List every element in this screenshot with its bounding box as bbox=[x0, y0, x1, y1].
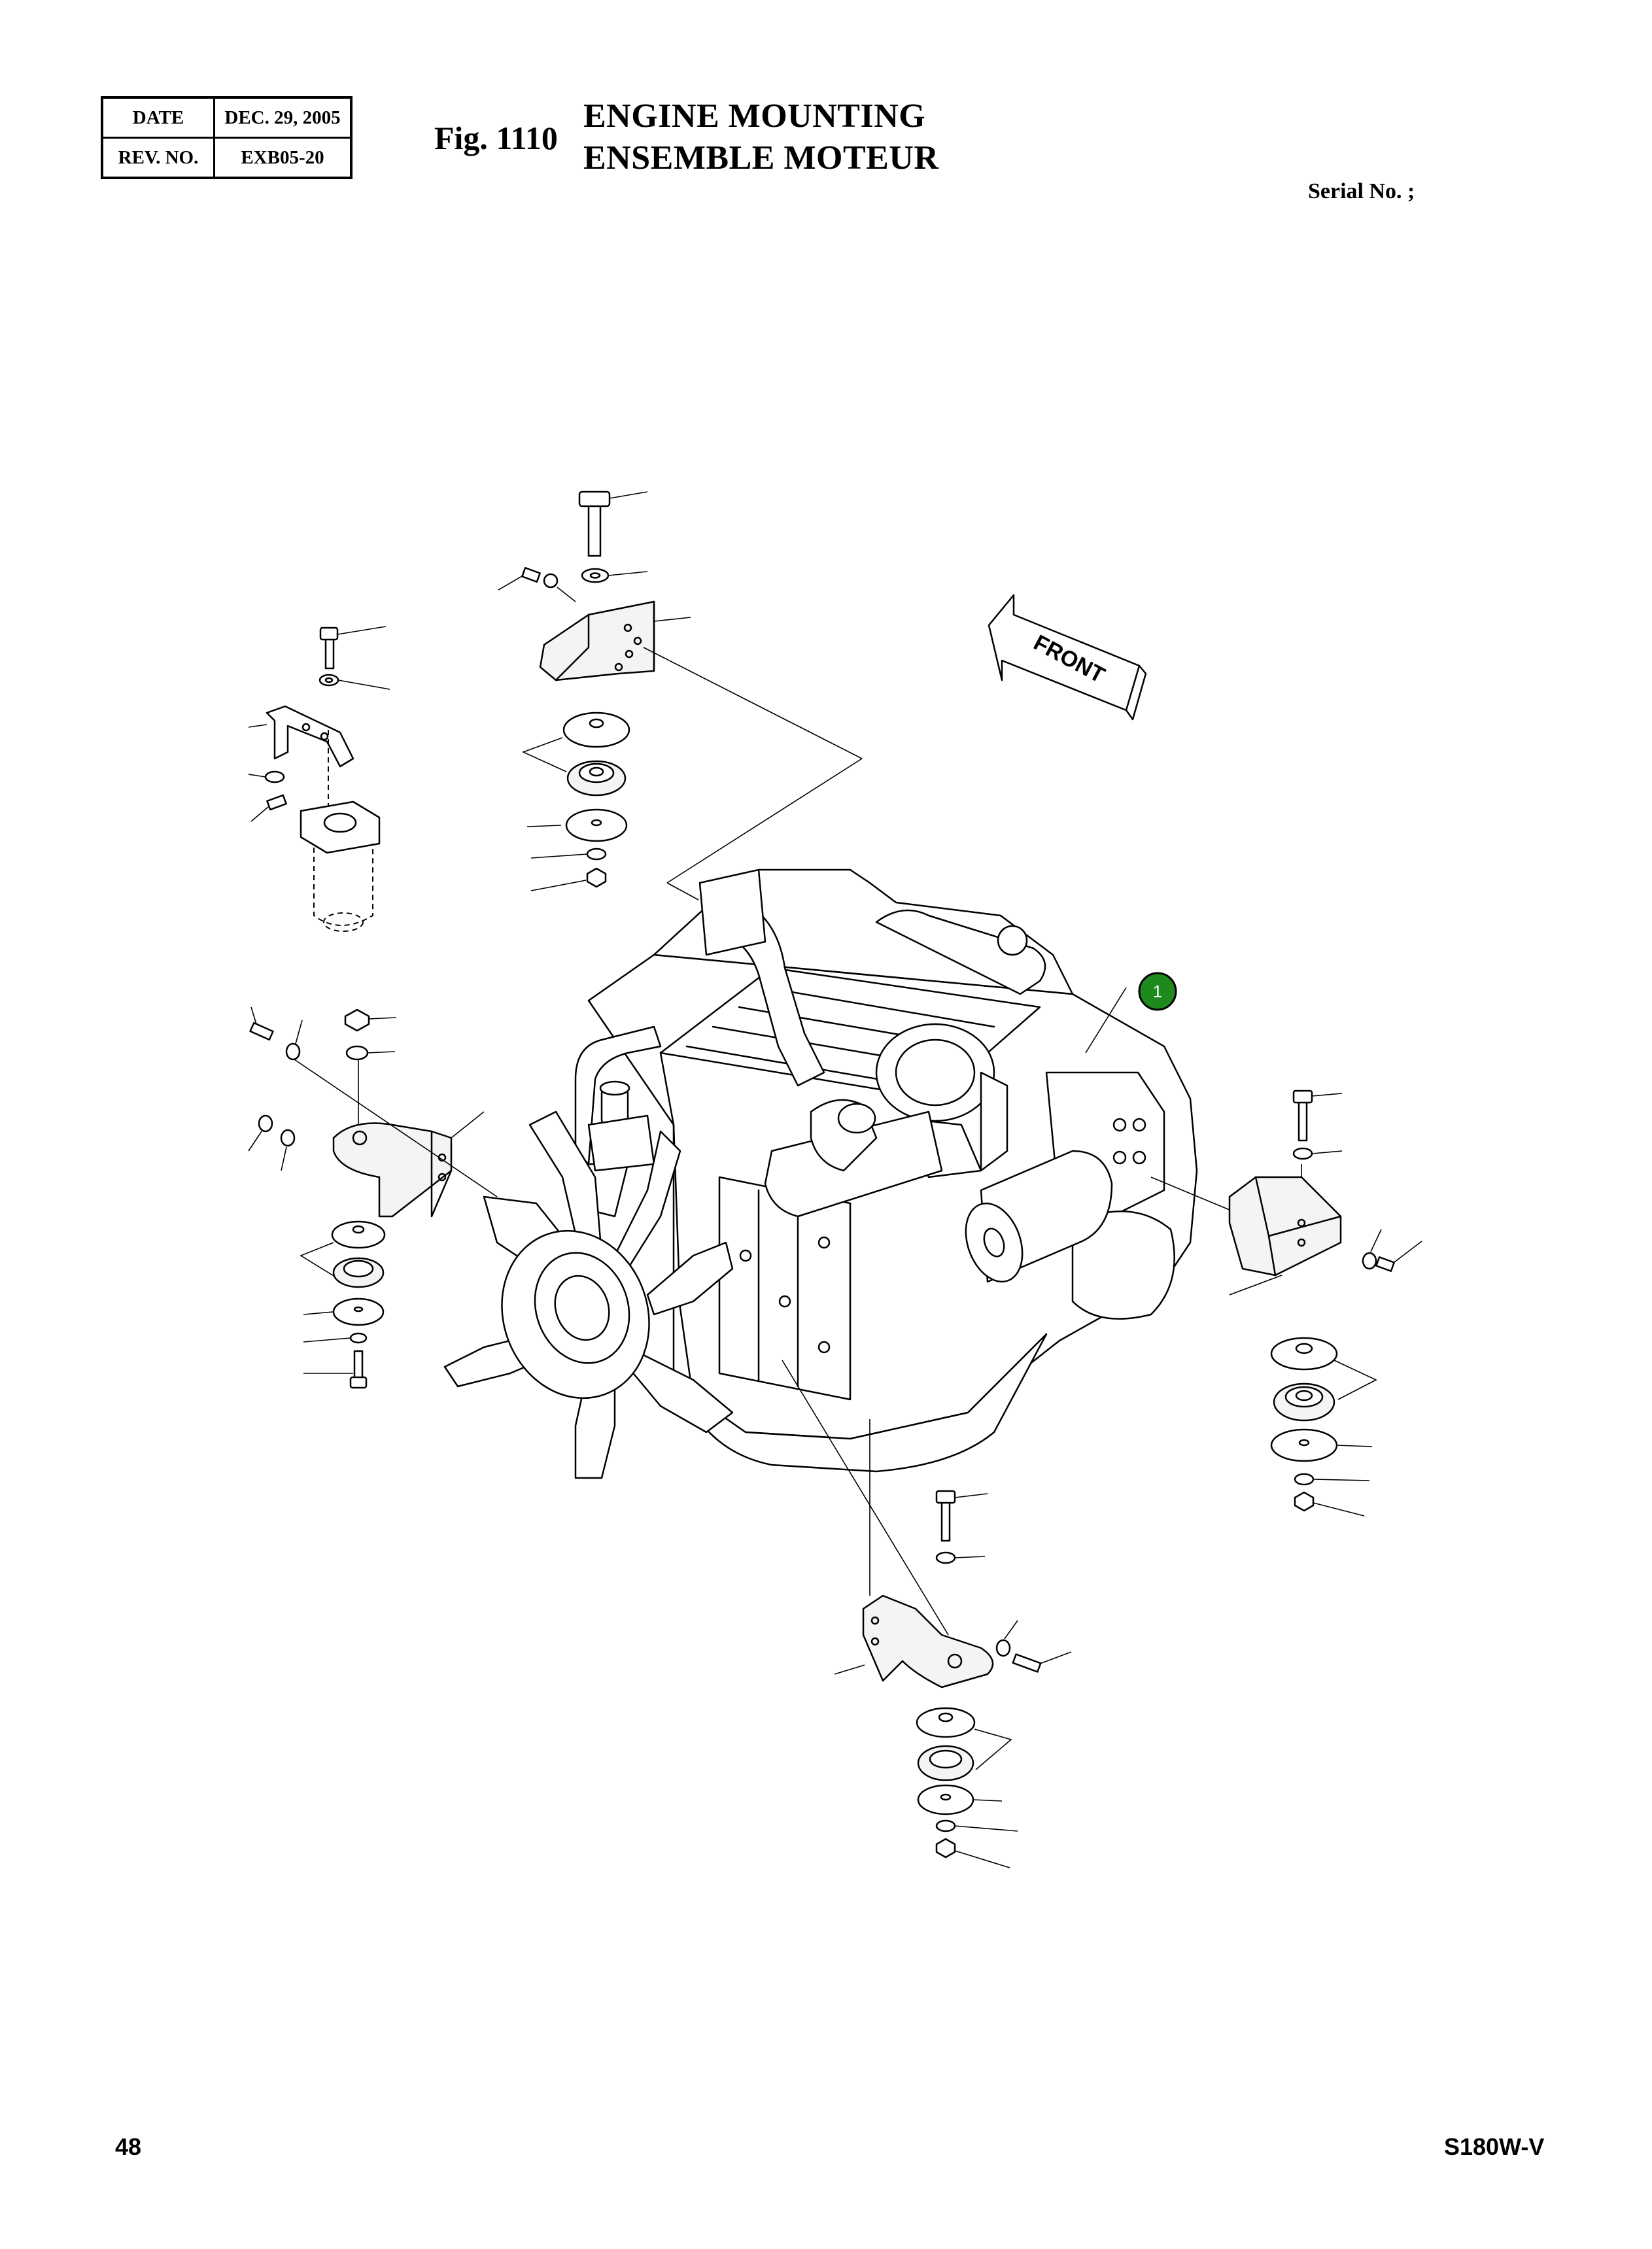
filter-bracket-assembly bbox=[248, 626, 390, 932]
bottom-mount-assembly bbox=[782, 1360, 1072, 1868]
title-english: ENGINE MOUNTING bbox=[583, 97, 926, 135]
date-value: DEC. 29, 2005 bbox=[213, 96, 353, 139]
model-number: S180W-V bbox=[1444, 2133, 1545, 2160]
date-label: DATE bbox=[101, 96, 215, 139]
engine bbox=[443, 868, 1198, 1479]
revision-label: REV. NO. bbox=[101, 137, 215, 179]
right-mount-assembly bbox=[1150, 1090, 1422, 1517]
revision-table: DATE DEC. 29, 2005 REV. NO. EXB05-20 bbox=[101, 96, 353, 179]
figure-number: Fig. 1110 bbox=[434, 120, 558, 156]
title-french: ENSEMBLE MOTEUR bbox=[583, 139, 939, 177]
front-left-mount-assembly bbox=[248, 1006, 498, 1389]
revision-value: EXB05-20 bbox=[213, 137, 353, 179]
cooling-fan bbox=[443, 1110, 734, 1479]
front-arrow: FRONT bbox=[988, 594, 1147, 721]
page-number: 48 bbox=[115, 2133, 142, 2160]
top-mount-assembly bbox=[498, 490, 863, 901]
serial-number-label: Serial No. ; bbox=[1308, 179, 1415, 203]
part-callout-1[interactable]: 1 bbox=[1138, 972, 1177, 1011]
callout-label: 1 bbox=[1153, 982, 1162, 1001]
